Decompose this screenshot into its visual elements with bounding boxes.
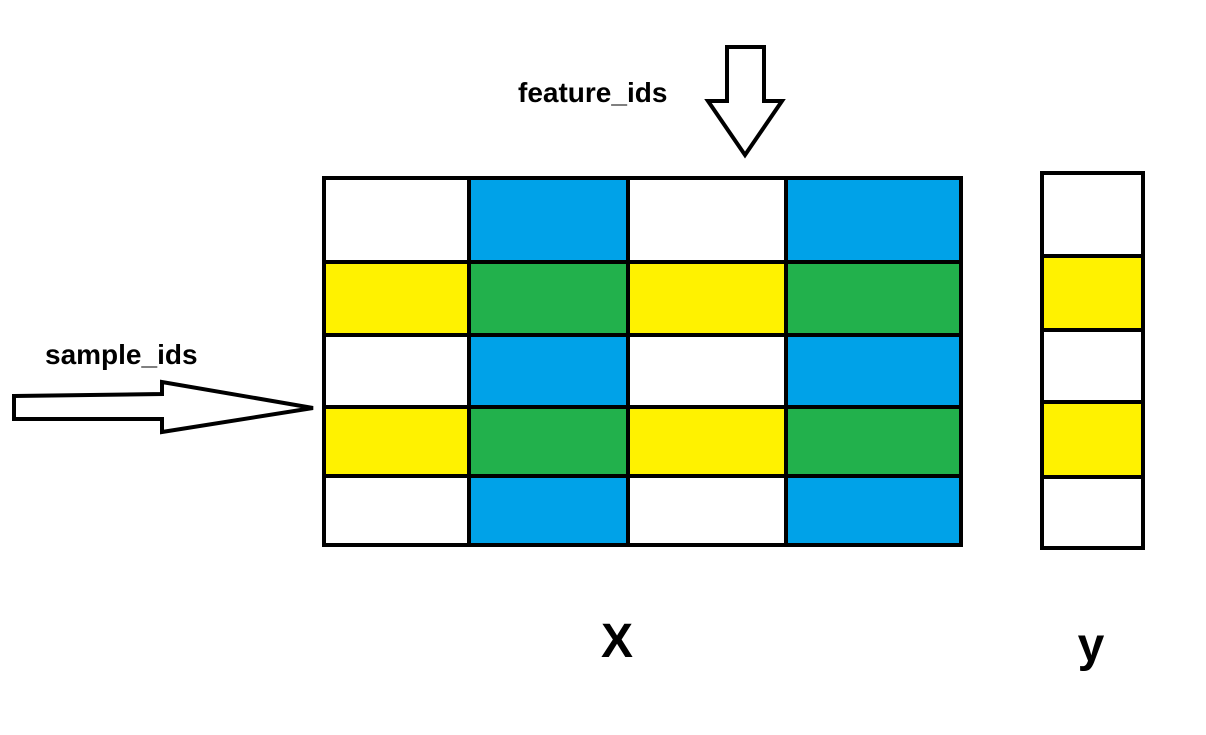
matrix-cell (786, 178, 961, 262)
matrix-cell (628, 476, 786, 545)
vector-cell (1042, 402, 1143, 477)
matrix-cell (324, 407, 469, 476)
matrix-cell (469, 407, 628, 476)
matrix-cell (469, 476, 628, 545)
matrix-cell (324, 335, 469, 407)
vector-y-label: y (1078, 619, 1105, 672)
vector-cell (1042, 173, 1143, 256)
matrix-cell (786, 407, 961, 476)
matrix-cell (786, 335, 961, 407)
vector-cell (1042, 477, 1143, 548)
matrix-cell (469, 335, 628, 407)
vector-cell (1042, 256, 1143, 330)
matrix-cell (469, 178, 628, 262)
feature-ids-label: feature_ids (518, 77, 667, 108)
matrix-cell (324, 476, 469, 545)
matrix-cell (628, 407, 786, 476)
vector-y (1040, 171, 1145, 550)
vector-cell (1042, 330, 1143, 402)
vector-border (1040, 171, 1145, 550)
matrix-x-label: X (601, 615, 633, 668)
matrix-cell (786, 476, 961, 545)
matrix-cell (628, 178, 786, 262)
matrix-cell (324, 178, 469, 262)
matrix-x (322, 176, 963, 547)
matrix-cell (469, 262, 628, 335)
sample-ids-label: sample_ids (45, 339, 198, 370)
matrix-border (322, 176, 963, 547)
matrix-cell (324, 262, 469, 335)
matrix-cell (786, 262, 961, 335)
feature-ids-arrow-icon (704, 45, 786, 159)
matrix-cell (628, 335, 786, 407)
matrix-cell (628, 262, 786, 335)
sample-ids-arrow-icon (12, 379, 314, 435)
